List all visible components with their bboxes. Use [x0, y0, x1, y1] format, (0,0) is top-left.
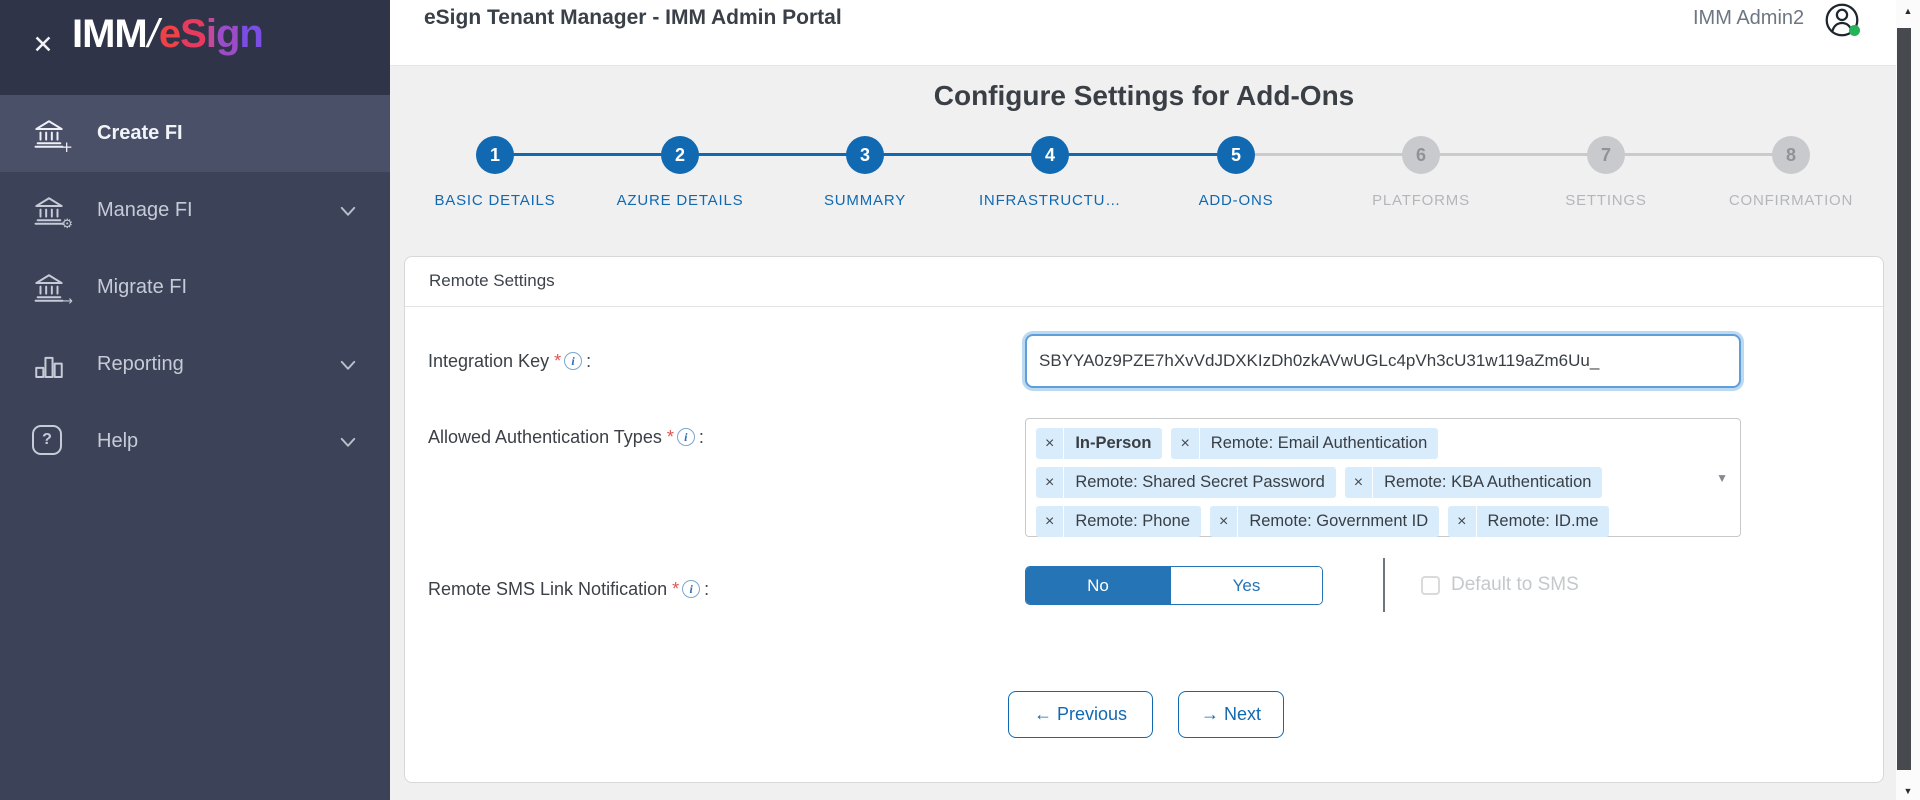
- sidebar-logo-bar: ✕ IMM/eSign: [0, 0, 390, 95]
- step-label-azure-details: AZURE DETAILS: [616, 192, 744, 209]
- tag-divider: [1198, 428, 1200, 459]
- default-to-sms-checkbox: [1421, 576, 1440, 595]
- tag-divider: [1237, 506, 1239, 537]
- scroll-up-icon[interactable]: ▲: [1903, 6, 1913, 16]
- vertical-divider: [1383, 558, 1385, 612]
- topbar: eSign Tenant Manager - IMM Admin Portal …: [390, 0, 1920, 66]
- help-icon: ?: [32, 424, 66, 459]
- page-title: eSign Tenant Manager - IMM Admin Portal: [424, 6, 842, 29]
- logo-slash: /: [147, 12, 159, 56]
- auth-type-tag: × Remote: ID.me: [1448, 506, 1610, 537]
- auth-type-tag: × Remote: KBA Authentication: [1344, 467, 1603, 498]
- bank-gear-icon: ⚙: [32, 194, 73, 232]
- step-label-summary: SUMMARY: [824, 192, 906, 209]
- integration-key-label: Integration Key*i:: [428, 351, 592, 371]
- step-label-confirmation: CONFIRMATION: [1728, 192, 1854, 209]
- remove-tag-button[interactable]: ×: [1036, 428, 1063, 459]
- step-circle-6[interactable]: 6: [1402, 136, 1440, 174]
- step-label-add-ons: ADD-ONS: [1198, 192, 1274, 209]
- logo-imm-text: IMM: [72, 12, 148, 56]
- sidebar: ✕ IMM/eSign + Create FI ⚙ Manage FI: [0, 0, 390, 800]
- tag-divider: [1063, 428, 1065, 459]
- sidebar-close-button[interactable]: ✕: [26, 28, 60, 62]
- tag-row: × Remote: Phone × Remote: Government ID …: [1036, 506, 1706, 537]
- user-name[interactable]: IMM Admin2: [1693, 7, 1805, 29]
- tag-divider: [1475, 506, 1477, 537]
- chevron-down-icon: [338, 432, 358, 452]
- required-asterisk: *: [554, 351, 562, 371]
- sidebar-item-label: Manage FI: [97, 199, 193, 221]
- vertical-scrollbar[interactable]: ▲ ▼: [1896, 0, 1920, 800]
- tag-divider: [1063, 506, 1065, 537]
- auth-type-tag: × Remote: Shared Secret Password: [1036, 467, 1336, 498]
- panel-title: Remote Settings: [429, 271, 555, 290]
- sms-notification-label: Remote SMS Link Notification*i:: [428, 579, 710, 599]
- panel-header: Remote Settings: [405, 257, 1883, 307]
- bank-plus-icon: +: [32, 117, 73, 154]
- auth-type-tag: × Remote: Phone: [1036, 506, 1201, 537]
- integration-key-input[interactable]: [1025, 334, 1741, 388]
- tag-divider: [1372, 467, 1374, 498]
- step-label-basic-details: BASIC DETAILS: [434, 192, 556, 209]
- sidebar-item-label: Migrate FI: [97, 276, 188, 298]
- tag-row: × In-Person × Remote: Email Authenticati…: [1036, 428, 1706, 459]
- sidebar-item-help[interactable]: ? Help: [0, 403, 390, 480]
- step-circle-5[interactable]: 5: [1217, 136, 1255, 174]
- arrow-right-icon: →: [1200, 704, 1219, 724]
- info-icon[interactable]: i: [676, 428, 695, 446]
- step-circle-8[interactable]: 8: [1772, 136, 1810, 174]
- step-circle-3[interactable]: 3: [846, 136, 884, 174]
- step-circle-7[interactable]: 7: [1587, 136, 1625, 174]
- default-to-sms-label: Default to SMS: [1451, 574, 1579, 595]
- bank-arrow-icon: →: [32, 271, 73, 309]
- dropdown-caret-icon[interactable]: ▼: [1716, 470, 1728, 485]
- sidebar-item-label: Create FI: [97, 122, 183, 144]
- remove-tag-button[interactable]: ×: [1210, 506, 1237, 537]
- step-label-settings: SETTINGS: [1565, 192, 1647, 209]
- sidebar-item-label: Help: [97, 430, 139, 452]
- info-icon[interactable]: i: [682, 580, 701, 598]
- scrollbar-thumb[interactable]: [1897, 28, 1911, 770]
- auth-type-tag: × Remote: Government ID: [1210, 506, 1440, 537]
- required-asterisk: *: [672, 579, 680, 599]
- info-icon[interactable]: i: [564, 352, 583, 370]
- sidebar-item-create-fi[interactable]: + Create FI: [0, 95, 390, 172]
- arrow-left-icon: ←: [1033, 704, 1052, 724]
- toggle-no-button[interactable]: No: [1026, 567, 1170, 604]
- remove-tag-button[interactable]: ×: [1171, 428, 1198, 459]
- tag-divider: [1063, 467, 1065, 498]
- toggle-yes-button[interactable]: Yes: [1170, 567, 1322, 604]
- auth-types-label: Allowed Authentication Types*i:: [428, 427, 704, 447]
- sms-toggle: No Yes: [1025, 566, 1323, 605]
- app-logo: IMM/eSign: [72, 12, 264, 56]
- wizard-title: Configure Settings for Add-Ons: [933, 80, 1355, 111]
- auth-type-tag: × In-Person: [1036, 428, 1163, 459]
- step-label-infrastructure: INFRASTRUCTU…: [978, 192, 1122, 209]
- bar-chart-icon: [32, 348, 66, 382]
- previous-button[interactable]: ← Previous: [1008, 691, 1153, 738]
- sidebar-item-migrate-fi[interactable]: → Migrate FI: [0, 249, 390, 326]
- chevron-down-icon: [338, 355, 358, 375]
- sidebar-item-manage-fi[interactable]: ⚙ Manage FI: [0, 172, 390, 249]
- online-status-dot: [1849, 25, 1860, 36]
- remove-tag-button[interactable]: ×: [1345, 467, 1372, 498]
- sidebar-item-reporting[interactable]: Reporting: [0, 326, 390, 403]
- required-asterisk: *: [666, 427, 674, 447]
- remote-settings-panel: Remote Settings Integration Key*i: Allow…: [404, 256, 1884, 783]
- remove-tag-button[interactable]: ×: [1036, 506, 1063, 537]
- auth-types-multiselect[interactable]: × In-Person × Remote: Email Authenticati…: [1025, 418, 1741, 537]
- scroll-down-icon[interactable]: ▼: [1903, 786, 1913, 796]
- auth-type-tag: × Remote: Email Authentication: [1171, 428, 1439, 459]
- sidebar-item-label: Reporting: [97, 353, 184, 375]
- remove-tag-button[interactable]: ×: [1448, 506, 1475, 537]
- remove-tag-button[interactable]: ×: [1036, 467, 1063, 498]
- step-label-platforms: PLATFORMS: [1372, 192, 1470, 209]
- step-circle-4[interactable]: 4: [1031, 136, 1069, 174]
- step-circle-2[interactable]: 2: [661, 136, 699, 174]
- chevron-down-icon: [338, 201, 358, 221]
- step-circle-1[interactable]: 1: [476, 136, 514, 174]
- tag-row: × Remote: Shared Secret Password × Remot…: [1036, 467, 1706, 498]
- next-button[interactable]: → Next: [1178, 691, 1284, 738]
- stepper-line-upcoming: [1236, 153, 1791, 156]
